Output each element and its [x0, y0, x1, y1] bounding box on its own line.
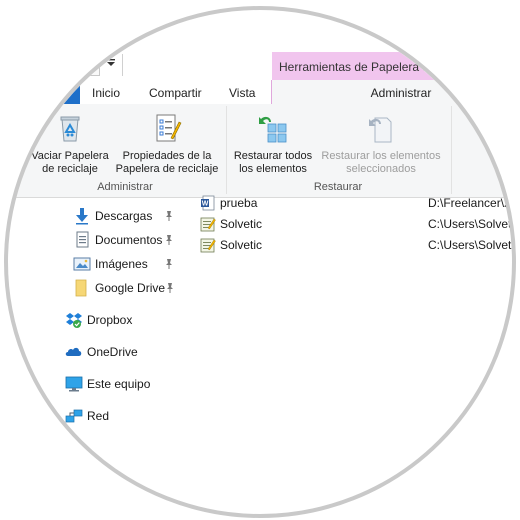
pictures-icon	[73, 257, 91, 271]
folder-icon	[75, 279, 87, 297]
original-location: D:\Freelancer\2	[428, 196, 511, 210]
group-label-restaurar: Restaurar	[313, 181, 363, 193]
contextual-tab-title: Herramientas de Papelera de	[272, 52, 512, 80]
word-document-icon: W	[201, 195, 215, 211]
computer-icon	[65, 376, 83, 392]
nav-label: Documentos	[95, 233, 163, 247]
empty-bin-label-line2: de reciclaje	[42, 163, 98, 175]
dropbox-icon	[66, 313, 82, 328]
nav-label: Imágenes	[95, 257, 148, 271]
svg-text:W: W	[202, 201, 209, 208]
quick-access-toolbar-icon[interactable]	[78, 54, 100, 76]
nav-item-imagenes[interactable]: Imágenes	[73, 254, 183, 274]
nav-label: Dropbox	[87, 313, 133, 327]
tab-vista[interactable]: Vista	[229, 86, 256, 100]
group-label-administrar: Administrar	[97, 181, 153, 193]
nav-item-google-drive[interactable]: Google Drive	[73, 278, 183, 298]
tab-administrar[interactable]: Administrar	[271, 80, 512, 105]
nav-label: OneDrive	[87, 345, 138, 359]
nav-label: Descargas	[95, 209, 153, 223]
nav-label: Google Drive	[95, 281, 166, 295]
file-row[interactable]: W prueba D:\Freelancer\2	[200, 193, 512, 213]
restore-all-button[interactable]: Restaurar todos los elementos	[230, 112, 316, 176]
properties-label-line1: Propiedades de la	[122, 150, 212, 162]
restore-selected-button[interactable]: Restaurar los elementos seleccionados	[318, 112, 444, 176]
nav-item-onedrive[interactable]: OneDrive	[65, 342, 175, 362]
tab-compartir[interactable]: Compartir	[149, 86, 202, 100]
nav-label: Este equipo	[87, 377, 151, 391]
column-divider	[513, 198, 514, 258]
file-name: Solvetic	[220, 238, 263, 252]
tab-inicio[interactable]: Inicio	[92, 86, 121, 100]
restore-all-icon	[259, 116, 287, 143]
original-location: C:\Users\Solvet	[428, 217, 512, 231]
properties-icon	[156, 114, 182, 142]
text-document-icon	[200, 217, 216, 232]
onedrive-cloud-icon	[65, 347, 82, 356]
text-document-icon	[200, 238, 216, 253]
recycle-bin-properties-button[interactable]: Propiedades de la Papelera de reciclaje	[112, 112, 222, 176]
file-name: prueba	[220, 196, 258, 210]
download-arrow-icon	[76, 208, 88, 225]
nav-label: Red	[87, 409, 110, 423]
ribbon-group-divider	[451, 106, 452, 194]
nav-item-descargas[interactable]: Descargas	[73, 206, 183, 226]
title-bar	[8, 46, 512, 80]
recycle-bin-icon	[60, 116, 80, 142]
customize-toolbar-chevron-icon[interactable]	[106, 56, 116, 70]
pin-icon[interactable]	[164, 258, 174, 270]
empty-recycle-bin-button[interactable]: Vaciar Papelera de reciclaje	[28, 112, 112, 176]
documents-icon	[76, 231, 89, 248]
file-tab[interactable]	[8, 80, 80, 104]
restore-selected-label-line2: seleccionados	[346, 163, 416, 175]
pin-icon[interactable]	[164, 210, 174, 222]
nav-item-dropbox[interactable]: Dropbox	[65, 310, 175, 330]
file-row[interactable]: Solvetic C:\Users\Solvet	[200, 235, 512, 255]
nav-item-documentos[interactable]: Documentos	[73, 230, 183, 250]
restore-all-label-line1: Restaurar todos	[233, 150, 313, 162]
network-icon	[65, 409, 83, 423]
pin-icon[interactable]	[164, 234, 174, 246]
restore-selected-label-line1: Restaurar los elementos	[321, 150, 441, 162]
ribbon-group-divider	[226, 106, 227, 194]
file-row[interactable]: Solvetic C:\Users\Solvet	[200, 214, 512, 234]
pin-icon[interactable]	[165, 282, 175, 294]
restore-all-label-line2: los elementos	[239, 163, 307, 175]
nav-item-red[interactable]: Red	[65, 406, 175, 426]
original-location: C:\Users\Solvet	[428, 238, 512, 252]
toolbar-separator	[122, 54, 123, 76]
nav-item-este-equipo[interactable]: Este equipo	[65, 374, 175, 394]
file-name: Solvetic	[220, 217, 263, 231]
properties-label-line2: Papelera de reciclaje	[115, 163, 219, 175]
restore-selected-icon	[369, 117, 392, 143]
empty-bin-label-line1: Vaciar Papelera	[31, 150, 109, 162]
